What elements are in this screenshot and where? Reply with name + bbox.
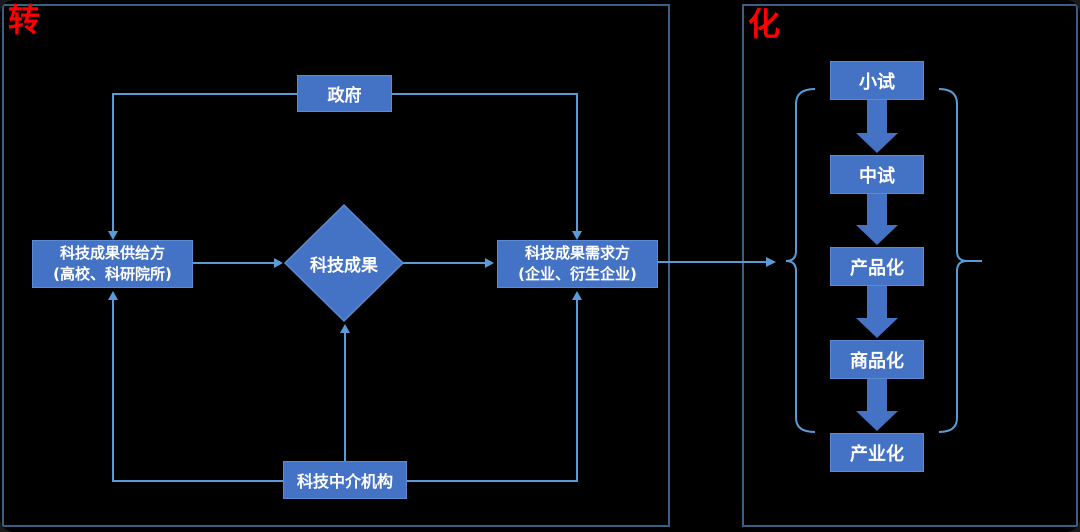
- block-arrow-down-3-icon: [856, 286, 898, 338]
- block-arrow-down-2-icon: [856, 193, 898, 245]
- stage-label-1: 中试: [859, 165, 895, 187]
- stage-node-industrialization: 产业化: [830, 433, 924, 472]
- transfer-panel-label: 转: [8, 1, 41, 39]
- arrowhead-right-to-achievement-icon: [274, 258, 283, 268]
- block-arrow-down-4-icon: [856, 378, 898, 431]
- arrowhead-right-to-demander-icon: [485, 258, 494, 268]
- industrialization-panel-label: 化: [748, 5, 781, 43]
- stage-label-4: 产业化: [850, 443, 904, 465]
- intermediary-connector-line: [112, 294, 578, 482]
- government-label: 政府: [327, 86, 362, 106]
- intermediary-node: 科技中介机构: [283, 461, 407, 499]
- supplier-label-line1: 科技成果供给方: [59, 244, 165, 262]
- transfer-panel-frame: [2, 4, 670, 527]
- achievement-diamond-shape: [283, 203, 405, 323]
- stage-node-pilot-small: 小试: [830, 61, 924, 100]
- demander-label-line2: (企业、衍生企业): [518, 265, 637, 283]
- demander-node: 科技成果需求方 (企业、衍生企业): [497, 240, 658, 288]
- stage-label-3: 商品化: [850, 350, 904, 372]
- right-brace-icon: [938, 88, 968, 433]
- stage-node-productization: 产品化: [830, 247, 924, 286]
- government-node: 政府: [297, 75, 392, 112]
- achievement-label: 科技成果: [310, 255, 378, 276]
- demander-label-line1: 科技成果需求方: [524, 244, 630, 262]
- arrowhead-right-to-stages-icon: [766, 257, 776, 267]
- left-brace-icon: [785, 88, 816, 433]
- government-connector-line: [112, 93, 578, 237]
- industrialization-panel-frame: [742, 4, 1078, 527]
- supplier-label-line2: (高校、科研院所): [53, 265, 172, 283]
- arrowhead-down-to-supplier-icon: [108, 231, 118, 240]
- arrowhead-down-to-demander-icon: [572, 231, 582, 240]
- stage-label-0: 小试: [859, 71, 895, 93]
- stage-node-commercialization: 商品化: [830, 340, 924, 379]
- supplier-node: 科技成果供给方 (高校、科研院所): [32, 240, 193, 288]
- stage-label-2: 产品化: [850, 257, 904, 279]
- block-arrow-down-1-icon: [856, 100, 898, 153]
- arrowhead-up-to-demander-icon: [572, 291, 582, 300]
- arrowhead-up-to-supplier-icon: [108, 291, 118, 300]
- stage-node-pilot-medium: 中试: [830, 155, 924, 194]
- intermediary-label: 科技中介机构: [296, 472, 393, 491]
- arrowhead-up-to-achievement-icon: [340, 324, 350, 333]
